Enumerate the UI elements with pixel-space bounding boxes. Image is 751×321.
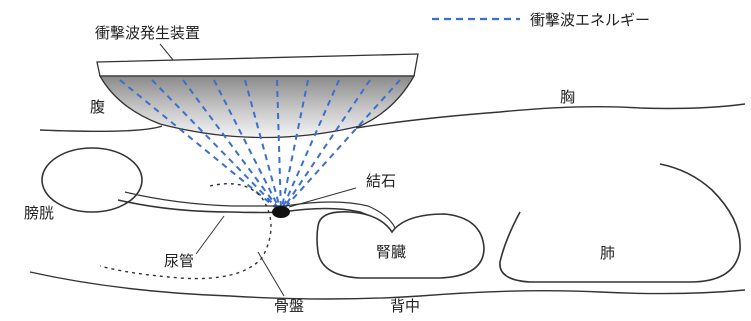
shockwave-energy-lines: [119, 79, 401, 213]
kidney: [316, 210, 485, 279]
kidney-stone: [272, 206, 290, 218]
pelvis-label: 骨盤: [274, 297, 304, 315]
ureter-label: 尿管: [164, 252, 194, 270]
body-back-outline: [29, 271, 746, 300]
stone-label: 結石: [366, 172, 396, 190]
body-front-outline: [39, 103, 746, 133]
stone-leader-line: [288, 187, 357, 208]
back-label: 背中: [390, 297, 420, 315]
shockwave-generator: [96, 53, 419, 77]
chest-label: 胸: [560, 88, 575, 106]
ureter-inner: [124, 191, 399, 239]
bladder-label: 膀胱: [24, 204, 54, 222]
lung-label: 肺: [600, 244, 615, 262]
legend-label: 衝撃波エネルギー: [530, 11, 650, 29]
lung: [499, 163, 741, 283]
pelvis-dashed: [99, 183, 272, 280]
ureter-leader-line: [195, 215, 225, 255]
kidney-label: 腎臓: [376, 243, 406, 261]
abdomen-label: 腹: [90, 98, 105, 116]
bladder: [41, 147, 143, 213]
reflector-dish: [98, 75, 416, 139]
pelvis-leader-line: [257, 251, 285, 297]
device-label: 衝撃波発生装置: [95, 24, 200, 42]
